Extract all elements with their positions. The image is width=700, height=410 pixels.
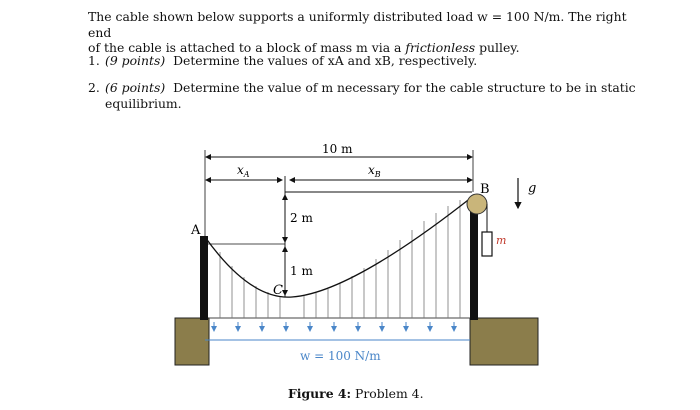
point-b-label: B: [480, 182, 490, 197]
question-2-points: (6 points): [105, 80, 166, 95]
cable: [204, 196, 473, 298]
right-support-block: [469, 317, 539, 366]
point-c-label: C: [273, 283, 283, 298]
hangers: [219, 200, 461, 318]
right-tower: [470, 200, 478, 320]
figure-caption: Figure 4: Problem 4.: [288, 386, 424, 401]
left-tower: [200, 236, 208, 320]
pulley: [466, 193, 488, 215]
question-1-points: (9 points): [105, 53, 166, 68]
load-label: w = 100 N/m: [300, 349, 381, 363]
point-a-label: A: [190, 223, 201, 238]
xa-label: xA: [237, 163, 250, 179]
question-2-text-cont: equilibrium.: [105, 95, 182, 111]
question-1: 1.(9 points) Determine the values of xA …: [88, 53, 478, 68]
hanging-mass: [481, 231, 493, 257]
question-1-text: Determine the values of xA and xB, respe…: [173, 53, 478, 68]
span-label: 10 m: [322, 142, 353, 156]
question-2-text: Determine the value of m necessary for t…: [173, 80, 636, 95]
sag-bottom-label: 1 m: [290, 264, 313, 278]
question-2: 2.(6 points) Determine the value of m ne…: [88, 80, 648, 111]
intro-line-1: The cable shown below supports a uniform…: [88, 9, 627, 40]
left-support-block: [174, 317, 210, 366]
distributed-load-arrows: [205, 322, 470, 341]
mass-label: m: [496, 234, 506, 247]
intro-line-2: of the cable is attached to a block of m…: [88, 40, 520, 55]
problem-intro: The cable shown below supports a uniform…: [88, 9, 648, 56]
xb-label: xB: [368, 163, 381, 179]
gravity-label: g: [528, 181, 536, 196]
sag-top-label: 2 m: [290, 211, 313, 225]
